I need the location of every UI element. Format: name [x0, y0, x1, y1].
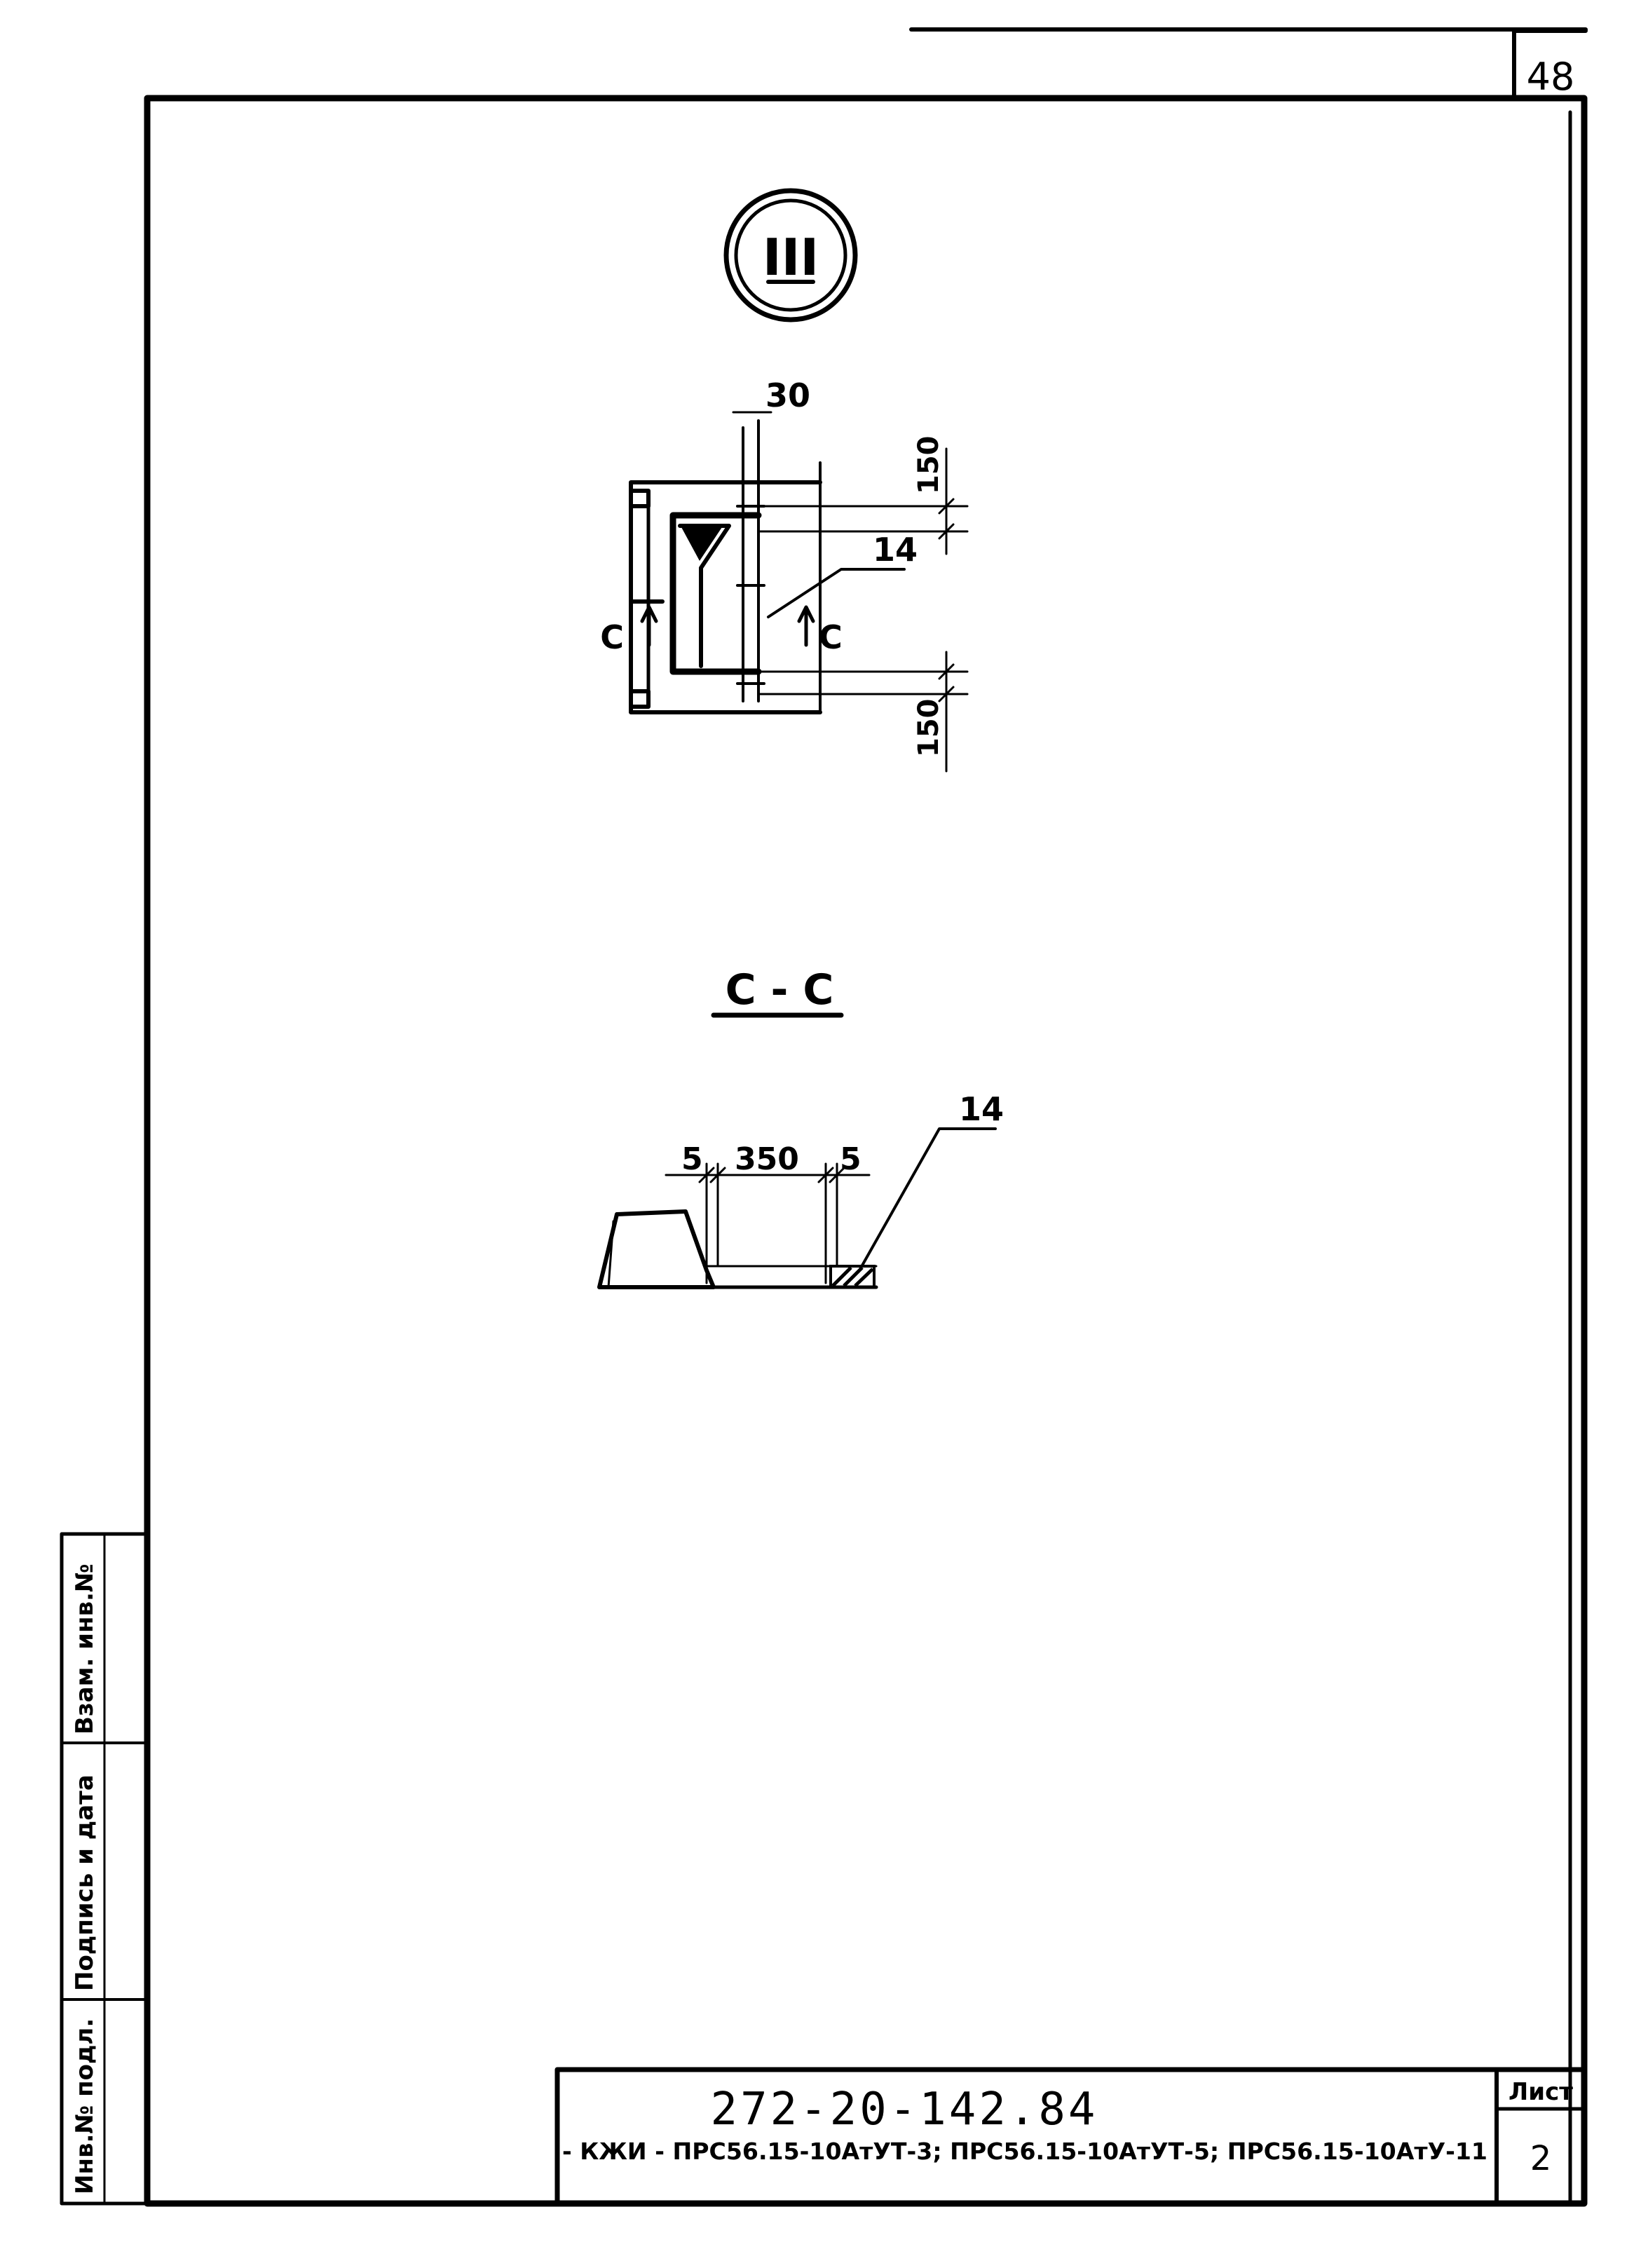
sec-dim-350-label: 350 — [735, 1141, 799, 1177]
stamp-podp-data: Подпись и дата — [71, 1774, 99, 1991]
stamp-vzam-inv: Взам. инв.№ — [71, 1563, 99, 1734]
section-title: С - С — [726, 965, 834, 1014]
side-stamp — [60, 1532, 149, 2206]
sec-dim-5-left-label: 5 — [681, 1141, 703, 1177]
view-marker: III — [723, 188, 858, 322]
dim-150-upper-label: 150 — [913, 436, 945, 495]
dim-30-label: 30 — [765, 376, 810, 414]
sheet-label: Лист — [1509, 2078, 1573, 2106]
view-marker-label: III — [763, 228, 819, 287]
section-mark-right: С — [819, 618, 843, 656]
doc-number: 272-20-142.84 — [711, 2084, 1098, 2135]
plan-view — [629, 411, 969, 773]
title-block — [554, 2067, 1587, 2206]
doc-description: - КЖИ - ПРС56.15-10АтУТ-3; ПРС56.15-10Ат… — [562, 2138, 1487, 2165]
page-number: 48 — [1527, 55, 1575, 99]
stamp-inv-podl: Инв.№ подл. — [71, 2018, 99, 2194]
section-view — [597, 1127, 997, 1289]
section-mark-left: С — [600, 618, 624, 656]
sec-callout-14-label: 14 — [959, 1090, 1004, 1128]
plan-callout-14-label: 14 — [873, 531, 918, 569]
sheet-frame — [144, 27, 1588, 2207]
sheet-number: 2 — [1530, 2139, 1552, 2178]
sec-dim-5-right-label: 5 — [840, 1141, 862, 1177]
dim-150-lower-label: 150 — [913, 699, 945, 758]
